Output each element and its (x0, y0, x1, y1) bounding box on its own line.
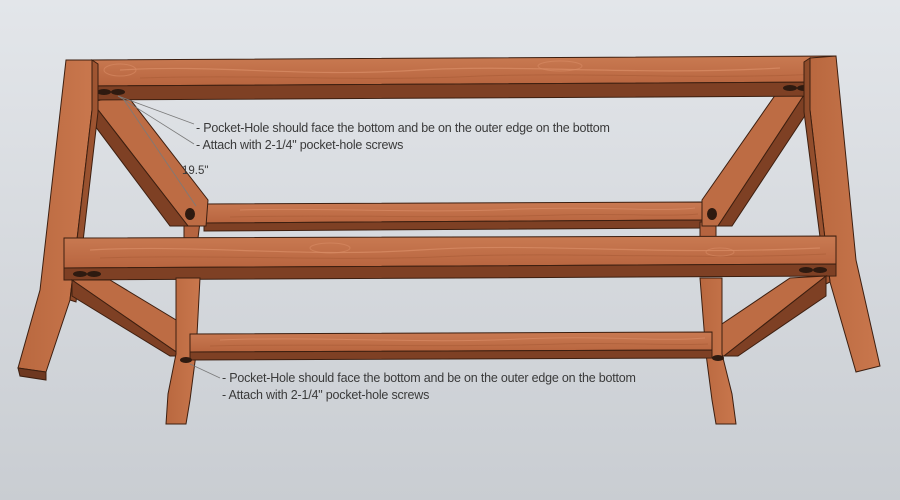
pocket-hole-brace-left (185, 208, 195, 220)
dimension-label: 19.5" (182, 165, 209, 177)
annotation-bottom-line-1: - Pocket-Hole should face the bottom and… (222, 371, 636, 385)
pocket-hole-lower-left (180, 357, 192, 363)
leader-lines (117, 95, 221, 379)
annotation-top: - Pocket-Hole should face the bottom and… (196, 120, 610, 154)
pocket-hole-middle-right (799, 267, 827, 273)
middle-rail (63, 235, 837, 281)
back-stretcher (203, 201, 703, 232)
front-right-brace (709, 274, 828, 357)
pocket-hole-back-left (97, 89, 125, 95)
front-left-brace (70, 279, 197, 359)
annotation-top-line-2: - Attach with 2-1/4" pocket-hole screws (196, 138, 404, 152)
pocket-hole-middle-left (73, 271, 101, 277)
pocket-hole-lower-right (712, 355, 724, 361)
back-top-rail (87, 55, 837, 101)
front-right-short-leg (699, 277, 737, 425)
annotation-bottom: - Pocket-Hole should face the bottom and… (222, 370, 636, 404)
annotation-bottom-line-2: - Attach with 2-1/4" pocket-hole screws (222, 388, 430, 402)
front-left-short-leg (165, 277, 201, 425)
pocket-hole-brace-right (707, 208, 717, 220)
front-right-leg (803, 55, 881, 373)
front-stretcher (189, 331, 713, 361)
annotation-top-line-1: - Pocket-Hole should face the bottom and… (196, 121, 610, 135)
